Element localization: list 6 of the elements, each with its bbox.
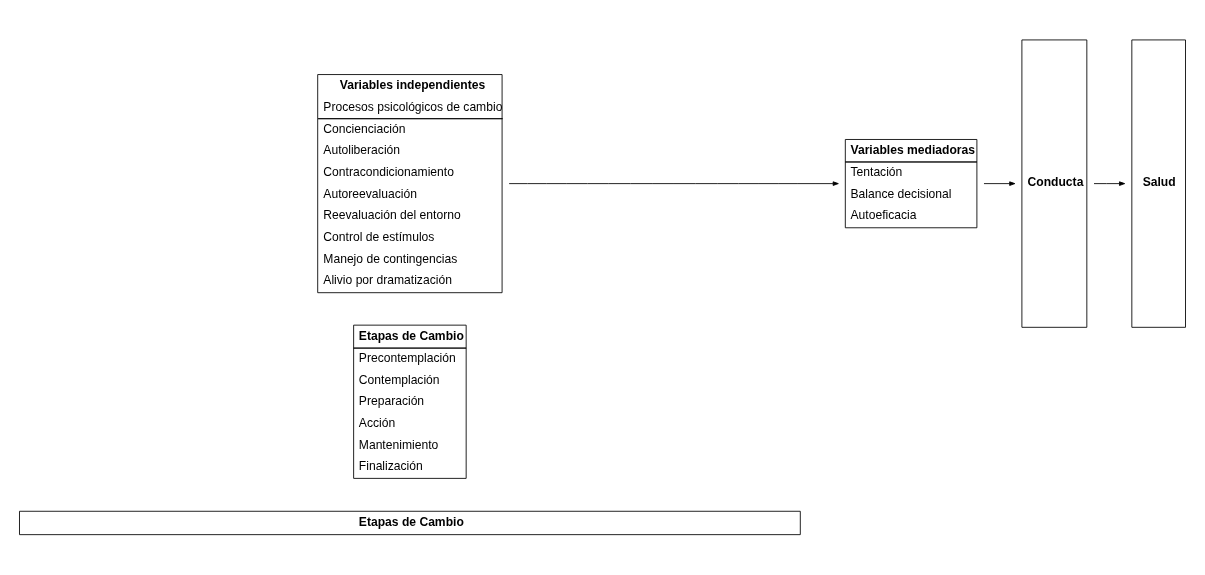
arrow [508, 181, 839, 186]
node-box: Etapas de Cambio [19, 510, 801, 536]
node-box: Salud [1131, 39, 1186, 328]
arrow [1093, 181, 1126, 186]
node-box: Conducta [1021, 39, 1088, 328]
arrow [983, 181, 1016, 186]
